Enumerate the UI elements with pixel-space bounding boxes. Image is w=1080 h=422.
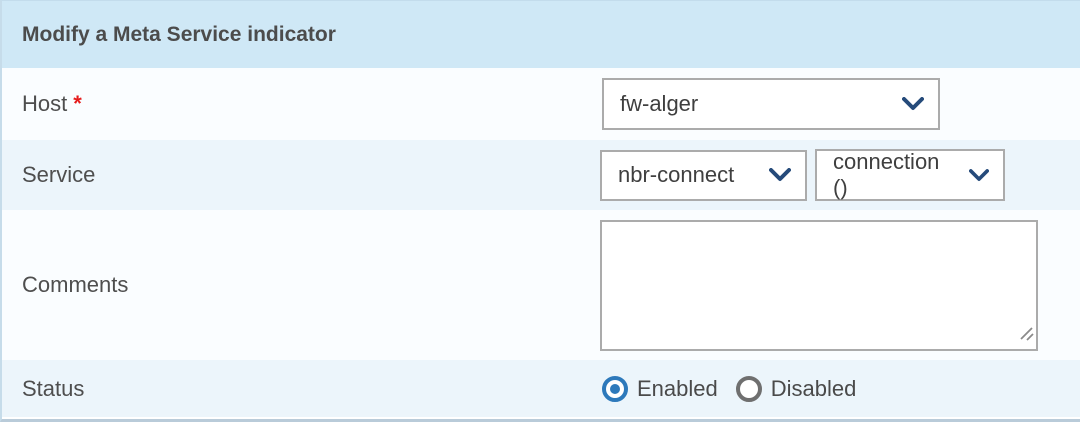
host-row: Host* fw-alger xyxy=(2,68,1080,140)
host-select[interactable]: fw-alger xyxy=(602,78,940,130)
service-select-value: nbr-connect xyxy=(618,162,735,187)
comments-textarea[interactable] xyxy=(600,219,1038,351)
form-header: Modify a Meta Service indicator xyxy=(2,1,1080,68)
status-disabled-option[interactable]: Disabled xyxy=(735,375,857,402)
status-label: Status xyxy=(22,375,85,401)
chevron-down-icon xyxy=(959,168,989,182)
status-radio-group: Enabled Disabled xyxy=(602,375,857,402)
required-asterisk: * xyxy=(73,91,82,116)
comments-row: Comments xyxy=(2,210,1080,360)
status-disabled-label: Disabled xyxy=(770,375,857,401)
chevron-down-icon xyxy=(892,97,924,111)
service-row: Service nbr-connect connection () xyxy=(2,140,1080,210)
status-enabled-option[interactable]: Enabled xyxy=(602,375,718,402)
comments-label-cell: Comments xyxy=(2,272,600,298)
service-label: Service xyxy=(22,162,96,187)
page-title: Modify a Meta Service indicator xyxy=(22,22,336,46)
service-label-cell: Service xyxy=(2,162,600,188)
status-row: Status Enabled Disabled xyxy=(2,360,1080,417)
status-label-cell: Status xyxy=(2,376,600,402)
status-enabled-label: Enabled xyxy=(637,375,718,401)
host-control-cell: fw-alger xyxy=(600,78,1080,130)
comments-label: Comments xyxy=(22,272,129,297)
comments-textarea-wrap xyxy=(600,219,1038,351)
radio-selected-icon[interactable] xyxy=(602,375,628,402)
chevron-down-icon xyxy=(759,168,791,182)
host-label-cell: Host* xyxy=(2,91,600,117)
service-control-cell: nbr-connect connection () xyxy=(600,149,1080,201)
status-control-cell: Enabled Disabled xyxy=(600,375,1080,402)
service-select[interactable]: nbr-connect xyxy=(600,149,807,201)
metric-select-value: connection () xyxy=(833,149,940,200)
comments-control-cell xyxy=(600,219,1080,351)
host-label: Host xyxy=(22,91,68,116)
metric-select[interactable]: connection () xyxy=(815,149,1005,201)
host-select-value: fw-alger xyxy=(620,91,699,116)
radio-unselected-icon[interactable] xyxy=(735,375,762,402)
